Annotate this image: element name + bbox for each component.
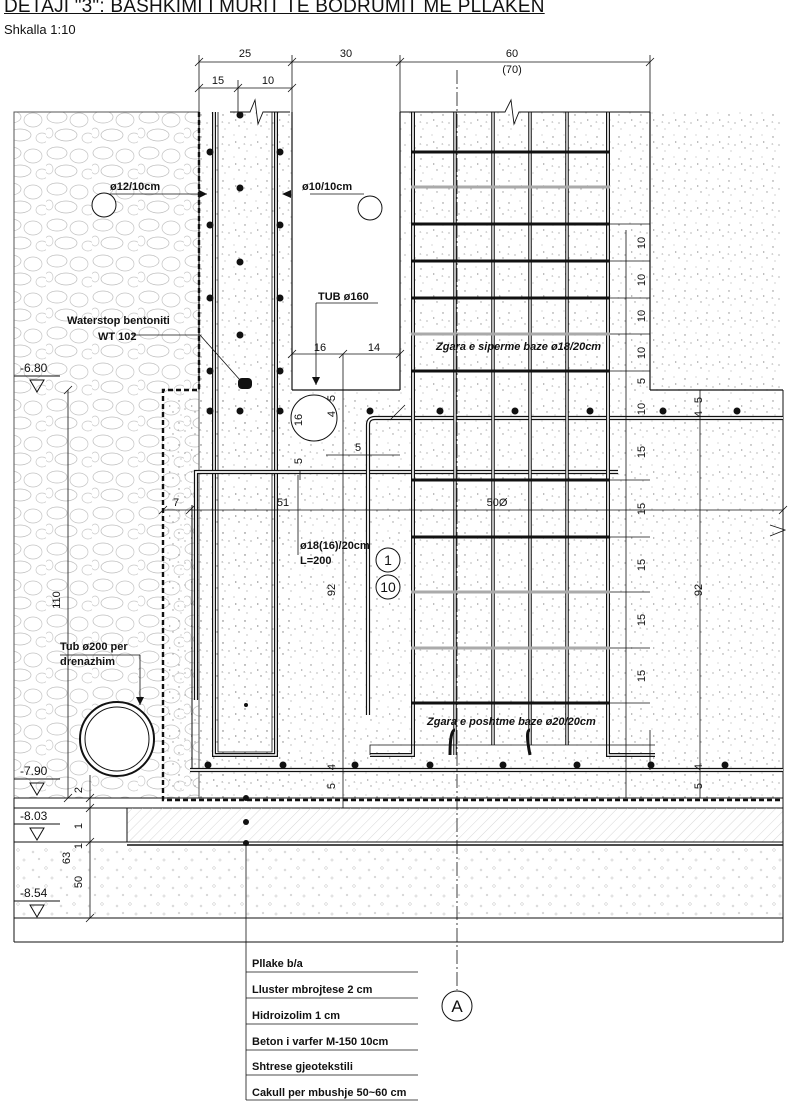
bar-mark-number: 1 — [384, 552, 392, 568]
dim-110: 110 — [51, 591, 63, 609]
dim-92-left: 92 — [326, 584, 338, 596]
dim-bottom-5: 5 — [326, 783, 338, 789]
spacing-10-4: 10 — [636, 347, 648, 359]
dim-5-horizontal: 5 — [355, 442, 361, 454]
dim-bottom-5-right: 5 — [693, 783, 705, 789]
layer-lean-concrete: Beton i varfer M-150 10cm — [252, 1036, 389, 1048]
dim-63: 63 — [61, 852, 73, 864]
level-blinding: -8.03 — [20, 809, 48, 823]
bar-mark: 1 10 — [375, 547, 401, 600]
layer-waterproofing: Hidroizolim 1 cm — [252, 1010, 340, 1022]
pipes — [79, 192, 383, 777]
stirrup-spacing-dimensions — [610, 223, 650, 704]
label-waterstop-code: WT 102 — [98, 331, 137, 343]
dim-60: 60 — [506, 48, 518, 60]
dim-70: (70) — [502, 64, 522, 76]
spacing-15-3: 15 — [636, 559, 648, 571]
foundation-slab — [163, 389, 787, 798]
label-bar18-length: L=200 — [300, 555, 332, 567]
dim-30: 30 — [340, 48, 352, 60]
spacing-15-5: 15 — [636, 670, 648, 682]
break-marks — [230, 98, 650, 126]
dim-1a: 1 — [73, 823, 85, 829]
label-bar18: ø18(16)/20cm — [300, 540, 370, 552]
spacing-10-3: 10 — [636, 310, 648, 322]
bottom-layers — [13, 797, 784, 943]
level-gravel-bottom: -8.54 — [20, 886, 48, 900]
dim-25: 25 — [239, 48, 251, 60]
dim-16-vertical: 16 — [293, 414, 305, 426]
spacing-5: 5 — [636, 378, 648, 384]
bar-sections — [204, 111, 741, 846]
arrows — [136, 190, 320, 705]
dim-5: 5 — [326, 395, 338, 401]
bar-mark-count: 10 — [380, 579, 396, 595]
spacing-10-2: 10 — [636, 274, 648, 286]
dim-50: 50 — [73, 876, 85, 888]
axis-label: A — [451, 997, 463, 1016]
dim-7: 7 — [173, 497, 179, 509]
dim-right-5: 5 — [693, 397, 705, 403]
dim-right-4: 4 — [693, 411, 705, 417]
layer-legend — [245, 843, 418, 1101]
column-stirrups — [411, 150, 610, 705]
layer-screed: Lluster mbrojtese 2 cm — [252, 984, 373, 996]
dim-92-right: 92 — [693, 584, 705, 596]
label-bar10: ø10/10cm — [302, 181, 352, 193]
dim-14: 14 — [368, 342, 380, 354]
level-markers — [14, 375, 60, 918]
drawing-scale: Shkalla 1:10 — [4, 22, 76, 37]
level-slab-bottom: -7.90 — [20, 764, 48, 778]
dim-15: 15 — [212, 75, 224, 87]
axis-line: A — [441, 70, 473, 1022]
dim-4: 4 — [326, 411, 338, 417]
label-drain: Tub ø200 per — [60, 641, 128, 653]
drawing-title: DETAJI "3": BASHKIMI I MURIT TE BODRUMIT… — [4, 0, 545, 17]
layer-geotextile: Shtrese gjeotekstili — [252, 1061, 353, 1073]
spacing-15-1: 15 — [636, 446, 648, 458]
label-bar12: ø12/10cm — [110, 181, 160, 193]
layer-gravel: Cakull per mbushje 50~60 cm — [252, 1087, 407, 1099]
waterstop — [132, 334, 252, 389]
dim-2: 2 — [73, 787, 85, 793]
dim-51: 51 — [277, 497, 289, 509]
spacing-10-1: 10 — [636, 237, 648, 249]
label-waterstop: Waterstop bentoniti — [67, 315, 170, 327]
wall-reinforcement — [190, 112, 783, 773]
dim-5-vertical: 5 — [293, 458, 305, 464]
label-lower-mesh: Zgara e poshtme baze ø20/20cm — [426, 716, 596, 728]
dim-10: 10 — [262, 75, 274, 87]
label-upper-mesh: Zgara e siperme baze ø18/20cm — [435, 341, 601, 353]
dim-bottom-4-right: 4 — [693, 764, 705, 770]
dim-50-diameter: 50Ø — [487, 497, 508, 509]
label-drain-purpose: drenazhim — [60, 656, 115, 668]
level-top: -6.80 — [20, 361, 48, 375]
leaders — [60, 193, 406, 705]
dim-bottom-4: 4 — [326, 764, 338, 770]
left-dimensions — [63, 385, 95, 923]
label-tub160: TUB ø160 — [318, 291, 369, 303]
layer-slab: Pllake b/a — [252, 958, 304, 970]
spacing-15-2: 15 — [636, 503, 648, 515]
spacing-10-5: 10 — [636, 403, 648, 415]
dim-1b: 1 — [73, 843, 85, 849]
top-dimensions — [194, 55, 655, 112]
spacing-15-4: 15 — [636, 614, 648, 626]
waterproofing-line — [161, 112, 783, 802]
dim-16: 16 — [314, 342, 326, 354]
